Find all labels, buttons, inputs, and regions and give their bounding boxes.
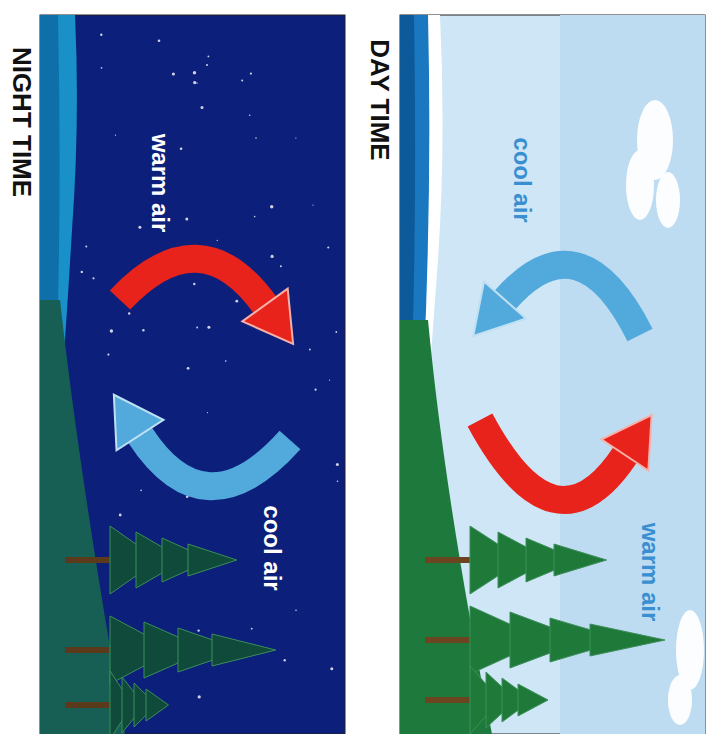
star — [196, 327, 198, 329]
tree-trunk — [425, 557, 475, 563]
star — [158, 39, 161, 42]
star — [85, 246, 87, 248]
star — [81, 271, 83, 273]
star — [207, 326, 210, 329]
star — [198, 695, 201, 698]
star — [138, 226, 141, 229]
star — [128, 312, 130, 314]
star — [225, 360, 227, 362]
air-label: warm air — [148, 134, 172, 233]
star — [336, 463, 339, 466]
tree-trunk — [425, 637, 475, 643]
star — [235, 300, 238, 303]
star — [110, 329, 113, 332]
tree-trunk — [425, 697, 475, 703]
tree-crown — [518, 684, 548, 716]
star — [270, 205, 273, 208]
star — [119, 514, 122, 517]
star — [309, 349, 311, 351]
star — [196, 82, 197, 83]
star — [335, 331, 337, 333]
star — [100, 34, 102, 36]
star — [241, 79, 243, 81]
tree-trunk — [65, 702, 115, 708]
panel-title: DAY TIME — [367, 39, 393, 160]
star — [180, 147, 183, 150]
star — [327, 246, 329, 248]
star — [330, 667, 333, 670]
air-label: cool air — [510, 137, 534, 222]
tree-crown — [212, 634, 276, 666]
star — [201, 106, 204, 109]
star — [92, 277, 94, 279]
panel-title: NIGHT TIME — [9, 47, 35, 197]
star — [271, 255, 274, 258]
star — [185, 218, 188, 221]
star — [208, 56, 210, 58]
star — [337, 480, 339, 482]
star — [197, 629, 199, 631]
star — [295, 138, 296, 139]
tree-trunk — [65, 647, 115, 653]
star — [284, 659, 286, 661]
tree-crown — [146, 689, 169, 721]
star — [312, 205, 313, 206]
tree-crown — [590, 624, 665, 656]
tree-trunk — [65, 557, 115, 563]
star — [255, 137, 257, 139]
tree-crown — [188, 544, 237, 576]
star — [295, 610, 297, 612]
star — [193, 71, 196, 74]
tree-crown — [554, 544, 607, 576]
star — [193, 283, 195, 285]
star — [193, 81, 196, 84]
star — [101, 67, 103, 69]
star — [280, 265, 282, 267]
star — [142, 329, 144, 331]
star — [172, 72, 175, 75]
star — [254, 216, 256, 218]
star — [187, 367, 190, 370]
star — [249, 114, 251, 116]
air-label: warm air — [638, 523, 662, 622]
star — [315, 389, 317, 391]
star — [107, 354, 109, 356]
star — [329, 380, 330, 381]
star — [217, 240, 218, 241]
star — [250, 73, 252, 75]
star — [140, 490, 142, 492]
star — [251, 628, 253, 630]
star — [115, 135, 116, 136]
star — [207, 412, 208, 413]
air-label: cool air — [260, 505, 284, 590]
star — [206, 64, 208, 66]
